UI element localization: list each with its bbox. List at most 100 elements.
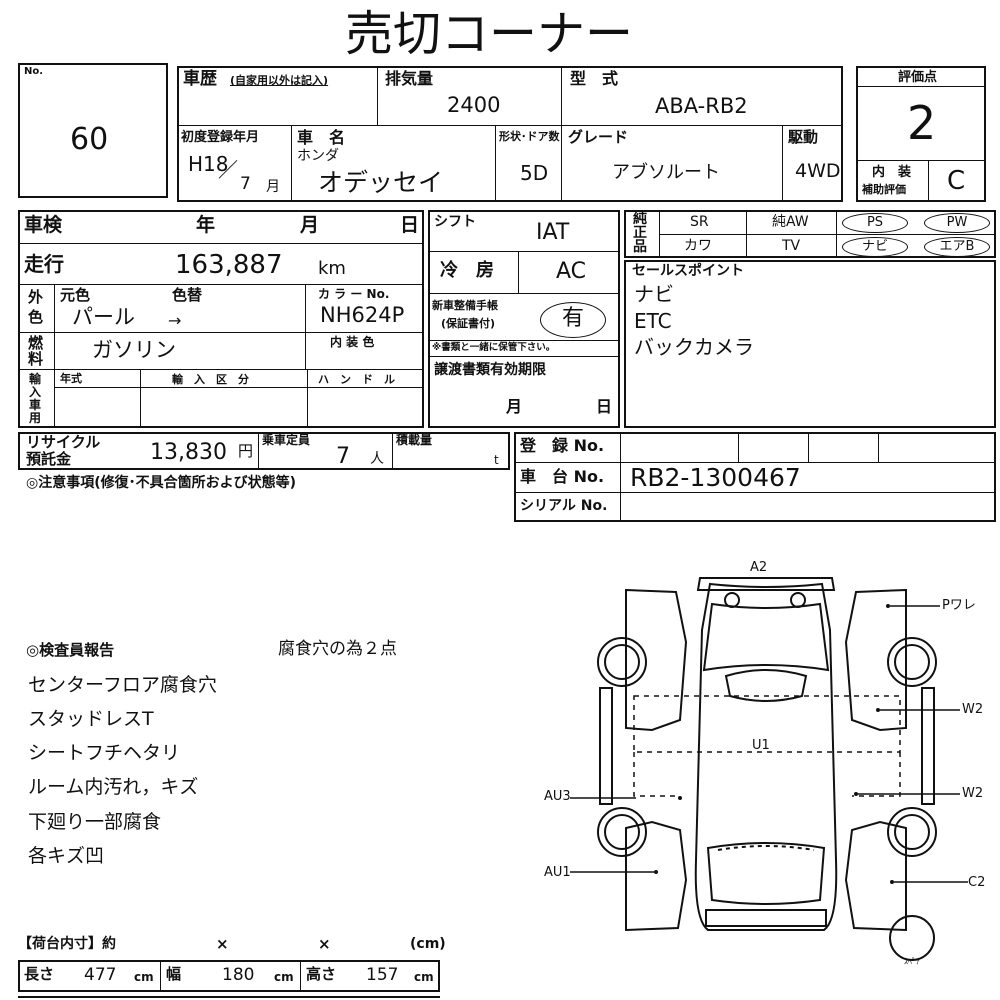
drive-value: 4WD [795,160,841,182]
manual-value: 有 [561,306,584,331]
interior-color-label: 内 装 色 [330,335,375,349]
cargo-unit: (cm) [410,936,446,952]
equip-ps-text: PS [866,215,884,230]
manual-label-2: (保証書付) [441,317,496,330]
manual-oval: 有 [540,302,606,338]
no-box: No. 60 [18,63,168,198]
cargo-length: 477 [84,965,117,985]
first-reg-label: 初度登録年月 [181,130,260,145]
mileage-label: 走行 [24,252,64,276]
inspector-item: シートフチヘタリ [28,742,181,764]
equip-label-3: 品 [633,239,647,255]
fuel-label-1: 燃 [28,334,44,352]
inspector-item: ルーム内汚れ，キズ [28,776,199,798]
diagram-label-au1: AU1 [544,865,571,880]
inspection-label: 車検 [24,214,63,236]
equip-airbag-text: エアB [939,239,975,254]
cargo-width-cm: cm [274,970,294,984]
manual-note: ※書類と一緒に保管下さい。 [432,342,556,353]
mileage-value: 163,887 [175,250,283,280]
equip-ps: PS [842,213,908,233]
first-reg-month: 7 [240,174,251,194]
import-label-1: 輸 [29,372,42,386]
fuel-label-2: 料 [28,350,44,368]
capacity-label: 乗車定員 [262,433,311,447]
equip-airbag: エアB [924,237,990,257]
recycle-value: 13,830 [150,440,227,465]
no-value: 60 [70,122,109,157]
sales-points-box [624,260,996,428]
shift-value: IAT [536,220,570,245]
diagram-label-w2-upper: W2 [962,702,984,717]
inspector-note: 腐食穴の為２点 [278,639,397,659]
import-year-label: 年式 [60,372,82,385]
registration-label: 登 録 No. [520,436,605,455]
registration-grid [514,432,996,522]
import-handle-label: ハ ン ド ル [318,373,395,386]
model-value: ABA-RB2 [655,94,748,118]
interior-label-2: 補助評価 [862,183,906,196]
grade-label: グレード [568,128,629,146]
vehicle-info-grid [177,66,843,202]
car-name-label: 車 名 [297,128,346,147]
capacity-unit: 人 [370,451,384,467]
capacity-value: 7 [336,444,350,469]
inspector-item: センターフロア腐食穴 [28,674,217,696]
cargo-length-label: 長さ [24,965,55,983]
cargo-times-2: × [318,935,331,953]
equip-tv: TV [782,238,801,254]
inspector-label: ◎検査員報告 [26,641,115,659]
recycle-row [18,432,510,470]
diagram-label-u1: U1 [752,738,770,753]
color-label-2: 色 [28,308,44,326]
cargo-height: 157 [366,965,399,985]
shape-doors-value: 5D [520,161,549,185]
equip-navi-text: ナビ [861,239,888,254]
drive-label: 駆動 [788,128,819,146]
color-code-label: カ ラ ー No. [318,287,390,301]
import-label-2: 入 [29,385,42,399]
interior-value: C [947,166,966,196]
transfer-month: 月 [506,397,523,416]
score-box [856,66,986,202]
recycle-label-2: 預託金 [26,450,72,468]
inspector-item: スタッドレスT [28,708,154,730]
equip-pw: PW [924,213,990,233]
color-code-value: NH624P [320,303,405,327]
recycle-unit: 円 [238,442,254,460]
equip-label-2: 正 [633,225,647,241]
chassis-label: 車 台 No. [520,467,605,486]
fuel-value: ガソリン [92,338,176,362]
equip-aw: 純AW [772,214,809,230]
score-value: 2 [907,96,937,150]
cargo-height-cm: cm [414,970,434,984]
shift-ac-grid [428,210,620,428]
import-category-label: 輸 入 区 分 [172,373,249,386]
diagram-label-spare: ｽﾍﾟｱ [904,957,920,966]
first-reg-year: H18 [188,152,229,176]
color-label-1: 外 [28,288,44,306]
inspection-day: 日 [400,214,420,236]
inspector-item: 各キズ凹 [28,845,105,867]
recycle-label-1: リサイクル [26,433,101,451]
orig-color-label: 元色 [60,286,91,304]
shape-doors-label: 形状･ドア数 [499,130,560,143]
score-label: 評価点 [898,70,938,85]
cargo-length-cm: cm [134,970,154,984]
displacement-label: 排気量 [385,69,434,88]
diagram-label-au3: AU3 [544,789,571,804]
history-label: 車歴 [183,69,217,89]
chassis-value: RB2-1300467 [630,463,801,492]
equip-navi: ナビ [842,237,908,257]
car-maker: ホンダ [297,148,339,164]
sales-points-label: セールスポイント [632,263,744,279]
first-reg-slash: ／ [218,158,238,182]
inspection-month: 月 [300,214,320,236]
transfer-day: 日 [596,397,613,416]
cargo-times-1: × [216,935,229,953]
diagram-label-a2: A2 [750,560,768,575]
car-damage-diagram [570,577,968,961]
sales-point-item: ナビ [634,282,674,306]
color-change-label: 色替 [172,286,203,304]
car-name-value: オデッセイ [318,168,444,197]
